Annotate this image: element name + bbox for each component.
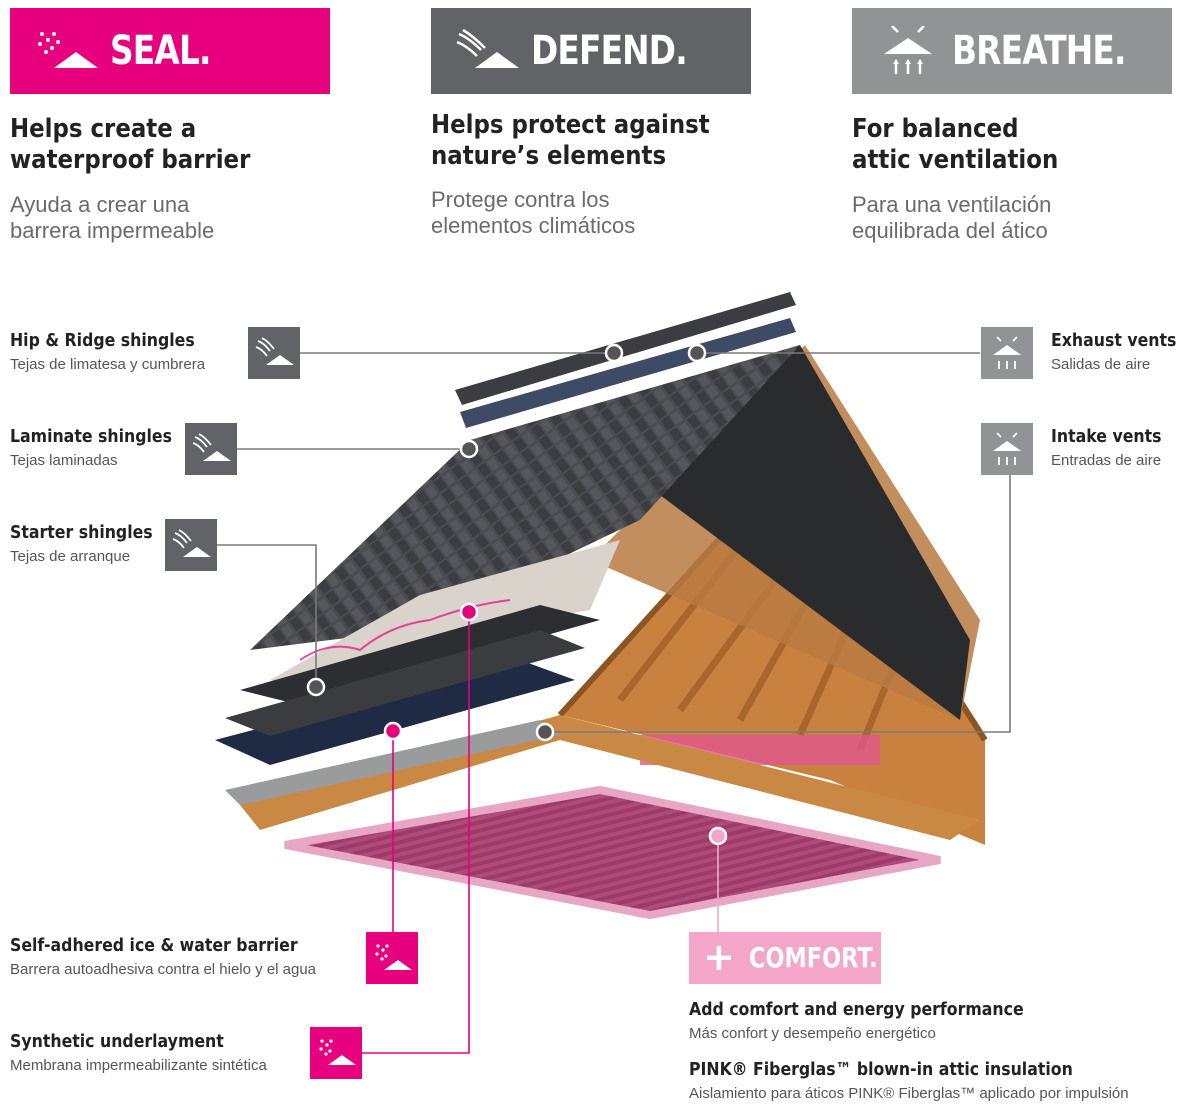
blown-in-insulation — [285, 790, 940, 915]
plus-icon: + — [703, 935, 735, 979]
ice-water-barrier — [215, 660, 575, 765]
hip-ridge-title: Hip & Ridge shingles — [10, 331, 195, 351]
laminate-shingles — [250, 345, 800, 650]
comfort-line2-title: PINK® Fiberglas™ blown-in attic insulati… — [689, 1060, 1073, 1080]
hip-ridge-sub: Tejas de limatesa y cumbrera — [10, 356, 206, 373]
comfort-banner: + COMFORT. — [689, 932, 881, 984]
laminate-sub: Tejas laminadas — [10, 452, 118, 469]
ice-water-sub: Barrera autoadhesiva contra el hielo y e… — [10, 961, 317, 978]
breathe-banner: BREATHE. — [852, 8, 1172, 94]
breathe-heading-1: For balanced — [852, 114, 1019, 144]
underlayment-sub: Membrana impermeabilizante sintética — [10, 1057, 267, 1074]
roof-ventilation-icon — [884, 26, 932, 74]
laminate-defend-icon — [185, 423, 237, 475]
exhaust-breathe-icon — [981, 327, 1033, 379]
laminate-title: Laminate shingles — [10, 427, 172, 447]
defend-banner: DEFEND. — [431, 8, 751, 94]
seal-heading-2: waterproof barrier — [10, 145, 251, 175]
underlayment-title: Synthetic underlayment — [10, 1032, 224, 1052]
seal-heading-1: Helps create a — [10, 114, 197, 144]
defend-sub-2: elementos climáticos — [431, 213, 636, 238]
defend-title: DEFEND. — [531, 28, 688, 74]
starter-title: Starter shingles — [10, 523, 153, 543]
seal-banner: SEAL. — [10, 8, 330, 94]
breathe-sub-2: equilibrada del ático — [852, 218, 1048, 243]
hip-ridge-defend-icon — [248, 327, 300, 379]
comfort-line1-sub: Más confort y desempeño energético — [689, 1025, 936, 1042]
intake-sub: Entradas de aire — [1051, 452, 1162, 469]
wind-rain-roof-icon — [38, 32, 98, 68]
comfort-line1-title: Add comfort and energy performance — [689, 1000, 1024, 1020]
intake-title: Intake vents — [1051, 427, 1162, 447]
defend-heading-1: Helps protect against — [431, 110, 710, 140]
defend-heading-2: nature’s elements — [431, 141, 667, 171]
wind-roof-icon — [456, 28, 519, 68]
intake-breathe-icon — [981, 423, 1033, 475]
seal-sub-2: barrera impermeable — [10, 218, 215, 243]
roof-cutaway-illustration — [215, 292, 988, 920]
comfort-title: COMFORT. — [749, 941, 878, 974]
ridge-shingle-top — [455, 292, 796, 405]
seal-title: SEAL. — [110, 28, 211, 74]
starter-sub: Tejas de arranque — [10, 548, 131, 565]
seal-sub-1: Ayuda a crear una — [10, 192, 190, 217]
defend-sub-1: Protege contra los — [431, 187, 610, 212]
exhaust-sub: Salidas de aire — [1051, 356, 1151, 373]
ridge-vent — [460, 318, 796, 428]
breathe-heading-2: attic ventilation — [852, 145, 1059, 175]
exhaust-title: Exhaust vents — [1051, 331, 1177, 351]
starter-shingles — [240, 605, 600, 705]
breathe-title: BREATHE. — [952, 28, 1126, 74]
ice-water-seal-icon — [366, 932, 418, 984]
starter-defend-icon — [165, 519, 217, 571]
breathe-sub-1: Para una ventilación — [852, 192, 1052, 217]
comfort-line2-sub: Aislamiento para áticos PINK® Fiberglas™… — [689, 1085, 1129, 1102]
ice-water-title: Self-adhered ice & water barrier — [10, 936, 298, 956]
underlayment-seal-icon — [310, 1027, 362, 1079]
